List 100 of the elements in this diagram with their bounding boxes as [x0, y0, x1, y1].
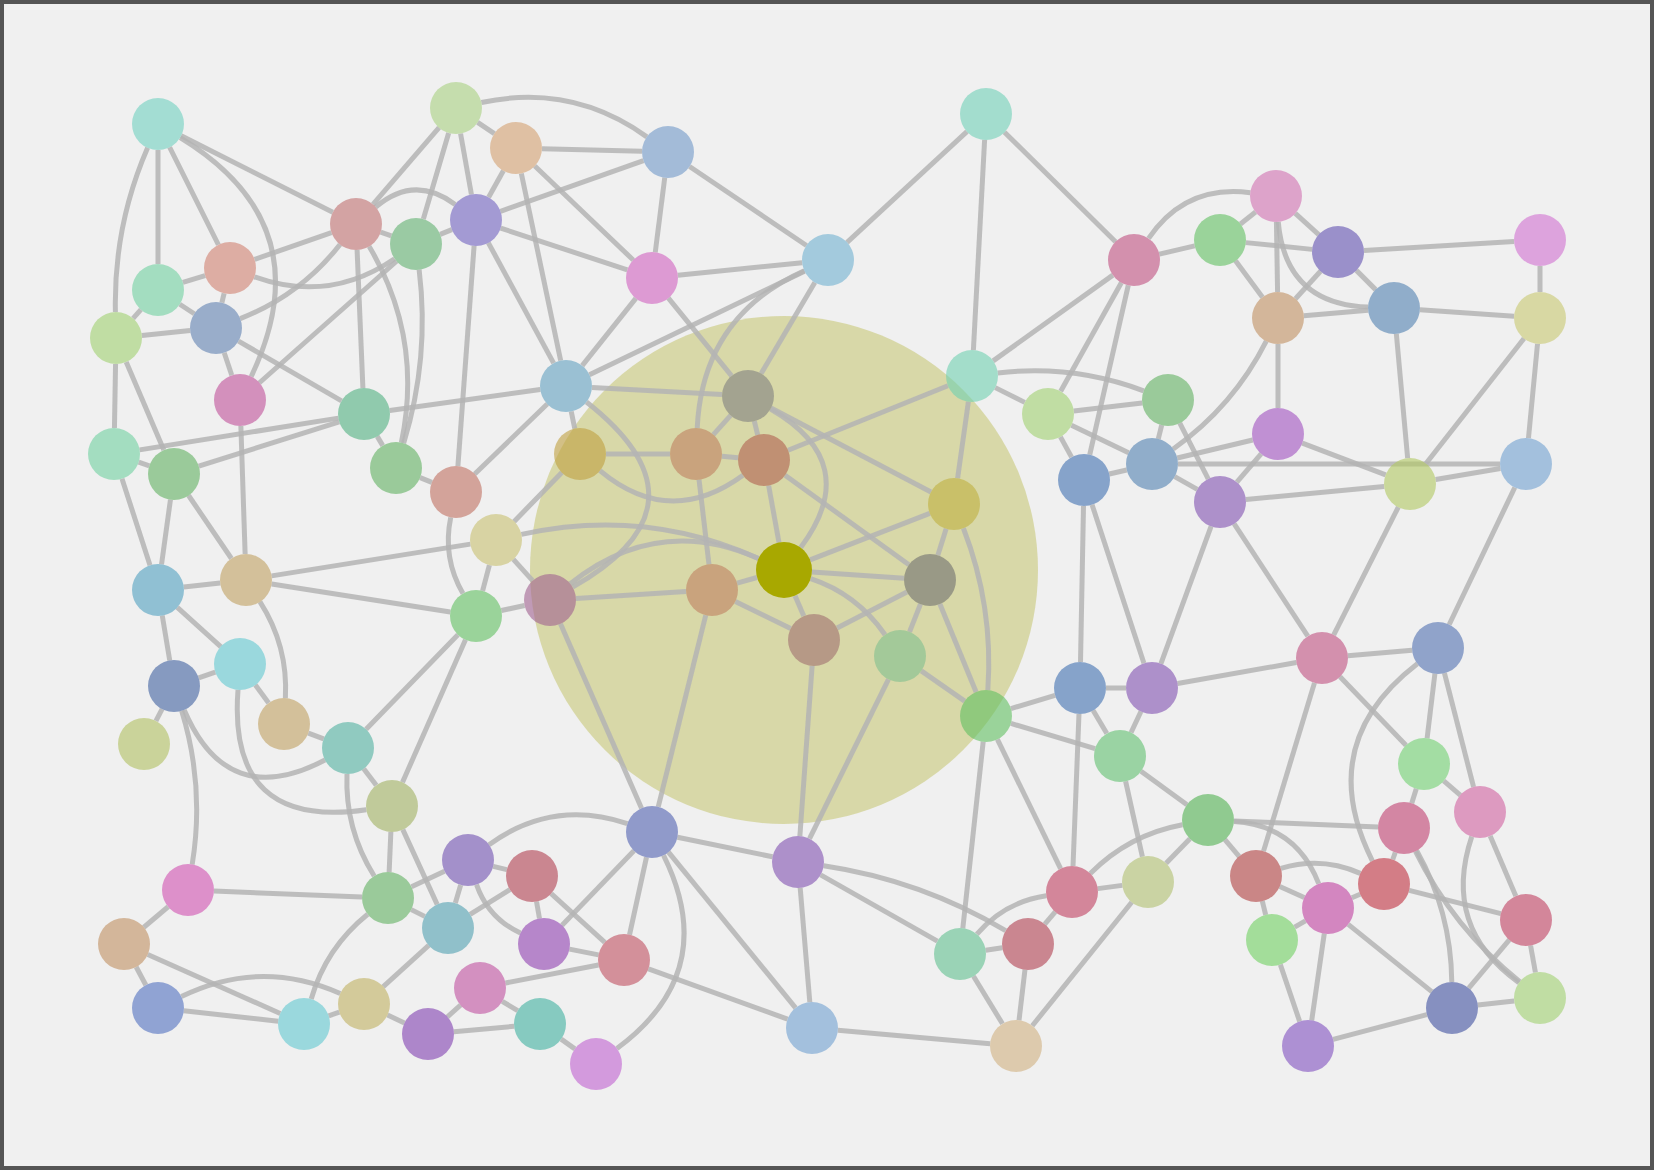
connector-line — [734, 599, 792, 631]
connector-line — [655, 614, 709, 808]
connector-line — [549, 891, 607, 945]
connector-line — [1363, 239, 1515, 253]
connector-line — [666, 296, 734, 378]
connector-line — [935, 528, 949, 556]
connector-line — [955, 401, 971, 479]
connector-line — [1010, 693, 1056, 711]
connector-line — [1331, 506, 1401, 636]
connector-line — [155, 150, 161, 264]
connector-line — [598, 468, 745, 504]
connector-line — [807, 678, 891, 840]
connector-line — [769, 406, 829, 549]
connector-line — [1280, 860, 1362, 876]
connector-line — [676, 834, 774, 860]
connector-line — [769, 405, 933, 495]
connector-line — [1058, 435, 1074, 459]
connector-line — [1293, 918, 1307, 930]
connector-line — [518, 172, 564, 362]
connector-line — [1477, 998, 1515, 1008]
connector-line — [375, 435, 385, 447]
connector-line — [178, 135, 278, 378]
connector-line — [410, 868, 446, 890]
connector-line — [1526, 343, 1540, 439]
connector-line — [146, 952, 282, 1016]
connector-line — [1030, 900, 1134, 1028]
connector-line — [819, 872, 939, 944]
connector-line — [1275, 221, 1369, 310]
connector-line — [1177, 422, 1211, 480]
connector-line — [175, 605, 223, 649]
connector-line — [198, 419, 340, 469]
connector-line — [386, 831, 394, 873]
connector-line — [1233, 259, 1265, 299]
connector-line — [361, 767, 379, 787]
connector-line — [1424, 336, 1526, 466]
connector-line — [1158, 525, 1214, 665]
connector-line — [533, 164, 635, 262]
connector-line — [142, 904, 170, 930]
connector-line — [123, 360, 167, 452]
connector-line — [1278, 884, 1306, 900]
connector-line — [487, 812, 629, 847]
connector-line — [1332, 1012, 1428, 1042]
connector-line — [1139, 769, 1189, 807]
connector-line — [1354, 268, 1378, 292]
connector-line — [1409, 788, 1419, 804]
connector-line — [541, 146, 643, 154]
connector-line — [1346, 922, 1434, 994]
connector-line — [119, 477, 153, 567]
connector-line — [480, 564, 492, 592]
connector-line — [1234, 452, 1264, 484]
connector-line — [1259, 900, 1269, 916]
connector-line — [1238, 210, 1258, 226]
connector-line — [1128, 710, 1144, 734]
connector-line — [253, 256, 396, 290]
connector-line — [991, 273, 1115, 363]
connector-line — [183, 1008, 279, 1024]
connector-line — [452, 884, 464, 904]
connector-line — [1338, 675, 1408, 747]
connector-line — [178, 302, 196, 316]
connector-line — [1446, 486, 1518, 626]
connector-line — [183, 580, 221, 590]
connector-line — [253, 683, 271, 705]
connector-line — [783, 473, 911, 567]
connector-line — [1078, 505, 1086, 663]
connector-line — [1435, 465, 1501, 483]
connector-line — [1261, 682, 1317, 852]
connector-line — [907, 603, 923, 633]
connector-line — [647, 966, 789, 1022]
connector-line — [253, 230, 333, 262]
connector-line — [219, 292, 227, 304]
connector-line — [994, 385, 1026, 405]
connector-line — [389, 387, 541, 413]
connector-line — [327, 1009, 341, 1019]
connector-line — [180, 974, 342, 999]
connector-line — [1303, 307, 1369, 319]
connector-line — [797, 887, 813, 1003]
connector-line — [500, 603, 526, 613]
connector-line — [1058, 281, 1124, 393]
connector-line — [1460, 835, 1521, 985]
connector-line — [1089, 503, 1147, 665]
connector-line — [179, 710, 200, 865]
connector-line — [1073, 400, 1143, 414]
connector-line — [1177, 660, 1297, 686]
connector-line — [511, 557, 535, 583]
connector-line — [615, 854, 687, 1051]
connector-line — [1390, 851, 1398, 861]
connector-line — [835, 589, 909, 631]
connector-line — [766, 485, 782, 543]
connector-line — [571, 400, 651, 590]
connector-line — [694, 268, 806, 429]
connector-line — [354, 249, 366, 389]
connector-line — [1108, 467, 1128, 477]
connector-line — [137, 459, 151, 469]
connector-line — [960, 741, 986, 929]
connector-line — [1223, 838, 1241, 858]
connector-line — [1466, 938, 1512, 990]
connector-line — [1245, 240, 1313, 252]
connector-line — [486, 241, 556, 365]
connector-line — [419, 475, 433, 485]
connector-line — [1419, 307, 1515, 319]
